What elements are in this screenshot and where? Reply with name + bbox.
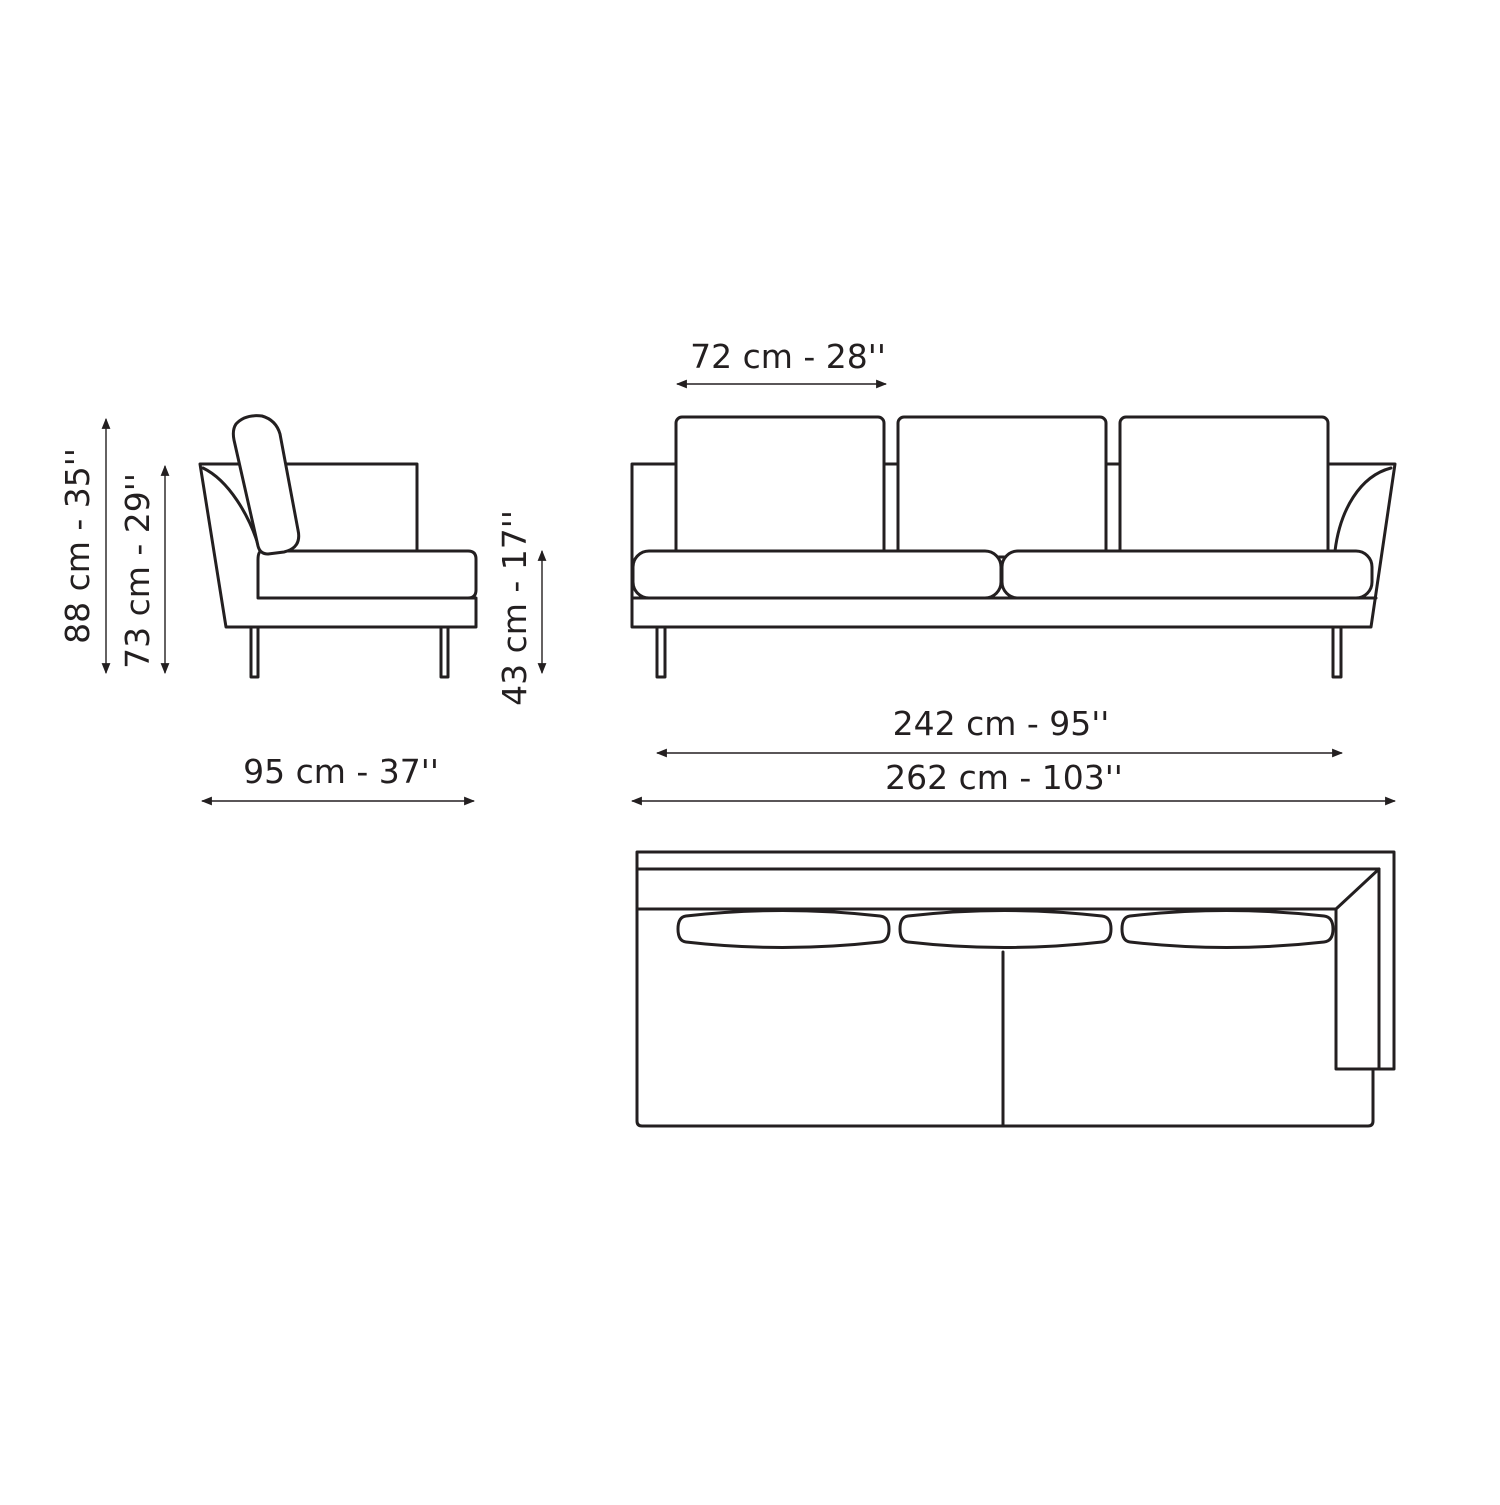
top-pillow-2 — [898, 909, 1113, 949]
front-back-cushion-3 — [1118, 415, 1330, 559]
top-seat-edge — [635, 907, 1375, 1071]
side-leg-back — [439, 625, 450, 679]
top-outer-frame — [635, 850, 1396, 1128]
top-arm-diagonal — [1334, 867, 1381, 911]
top-pillow-3 — [1120, 909, 1335, 949]
label-total-width: 262 cm - 103'' — [885, 758, 1123, 797]
top-pillow-1 — [676, 909, 891, 949]
front-seat-cushion-1 — [631, 549, 1003, 600]
front-arm-curve — [1333, 466, 1393, 553]
dimension-lines — [101, 379, 1397, 806]
side-leg-front — [249, 625, 260, 679]
side-back-panel — [198, 462, 478, 629]
side-back-cushion — [231, 414, 301, 556]
side-view — [198, 414, 478, 679]
label-armrest-height: 73 cm - 29'' — [118, 473, 157, 669]
label-cushion-width: 72 cm - 28'' — [690, 337, 886, 376]
front-back-cushion-2 — [896, 415, 1108, 559]
front-leg-left — [655, 625, 667, 679]
label-total-height: 88 cm - 35'' — [58, 448, 97, 644]
side-seat-cushion — [256, 549, 478, 600]
top-view — [635, 850, 1396, 1128]
label-seat-height: 43 cm - 17'' — [495, 510, 534, 706]
front-view — [630, 415, 1397, 679]
front-seat-cushion-2 — [1000, 549, 1374, 600]
front-back-cushion-1 — [674, 415, 886, 559]
front-leg-right — [1331, 625, 1343, 679]
label-depth: 95 cm - 37'' — [243, 752, 439, 791]
label-inner-width: 242 cm - 95'' — [893, 704, 1110, 743]
dimension-labels: 88 cm - 35'' 73 cm - 29'' 43 cm - 17'' 9… — [58, 337, 1123, 797]
